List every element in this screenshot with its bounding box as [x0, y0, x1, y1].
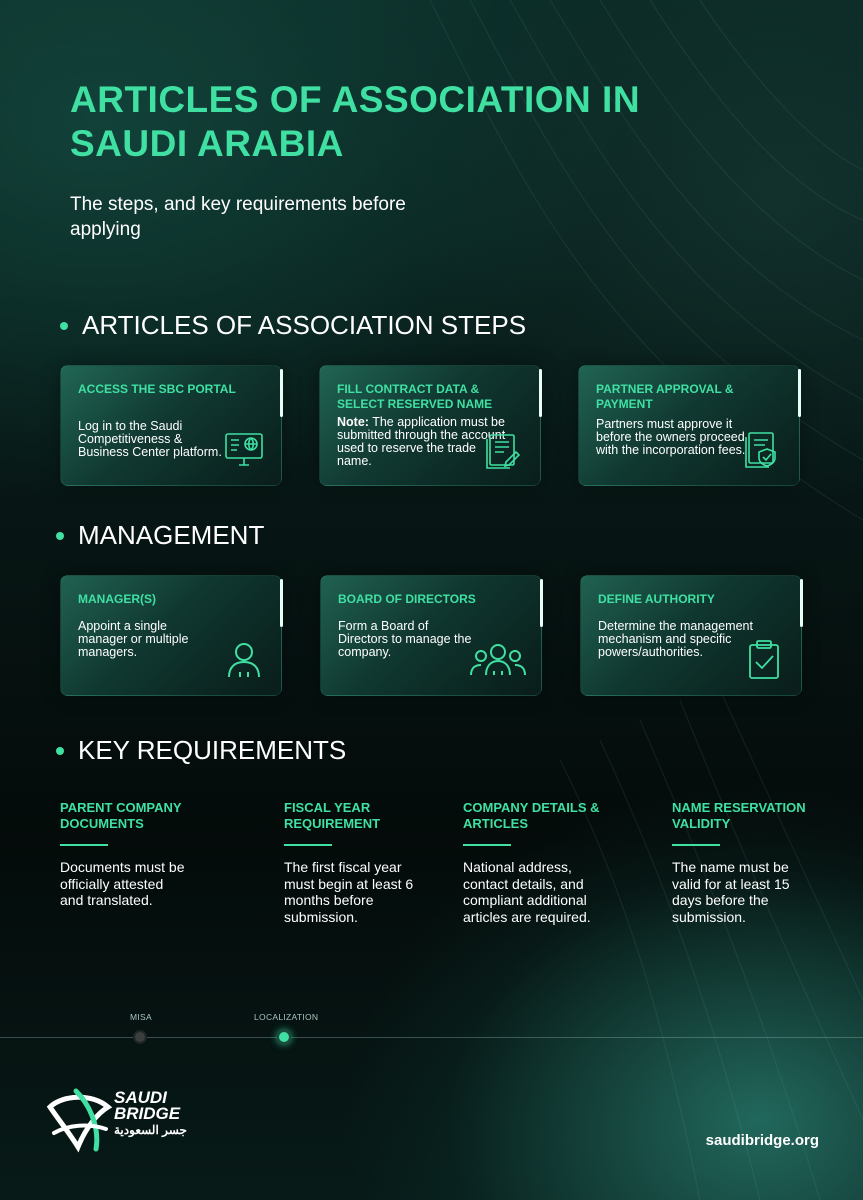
- management-card-managers: MANAGER(S) Appoint a single manager or m…: [60, 575, 283, 696]
- website-link[interactable]: saudibridge.org: [705, 1132, 819, 1149]
- logo-line-2: BRIDGE: [114, 1104, 181, 1123]
- requirement-company-details: COMPANY DETAILS & ARTICLES National addr…: [463, 800, 613, 925]
- management-heading-text: MANAGEMENT: [78, 520, 265, 550]
- bullet-dot: [60, 321, 68, 330]
- management-card-authority: DEFINE AUTHORITY Determine the managemen…: [580, 575, 803, 696]
- note-label: Note:: [337, 415, 369, 429]
- card-title: PARTNER APPROVAL & PAYMENT: [596, 382, 734, 411]
- requirement-title: PARENT COMPANY DOCUMENTS: [60, 800, 182, 831]
- card-text: Log in to the Saudi Competitiveness & Bu…: [78, 419, 222, 459]
- requirement-text: Documents must be officially attested an…: [60, 859, 185, 908]
- card-accent-bar: [280, 579, 283, 627]
- card-accent-bar: [539, 369, 542, 417]
- requirement-text: The name must be valid for at least 15 d…: [672, 859, 790, 925]
- step-card-partner-approval: PARTNER APPROVAL & PAYMENT Partners must…: [578, 365, 801, 486]
- saudi-bridge-logo-icon: [46, 1088, 113, 1153]
- timeline-label-localization: LOCALIZATION: [254, 1012, 319, 1022]
- requirement-title: COMPANY DETAILS & ARTICLES: [463, 800, 600, 831]
- bullet-dot: [56, 746, 64, 755]
- group-icon: [470, 644, 526, 676]
- logo-wordmark: SAUDI BRIDGE: [114, 1088, 181, 1123]
- card-accent-bar: [800, 579, 803, 627]
- card-text: Appoint a single manager or multiple man…: [78, 619, 189, 659]
- card-accent-bar: [280, 369, 283, 417]
- timeline-dot-misa[interactable]: [133, 1030, 147, 1044]
- card-title: FILL CONTRACT DATA & SELECT RESERVED NAM…: [337, 382, 493, 411]
- clipboard-check-icon: [749, 640, 779, 679]
- card-title: BOARD OF DIRECTORS: [338, 592, 476, 606]
- requirement-divider: [60, 844, 108, 846]
- card-text: Determine the management mechanism and s…: [598, 619, 753, 659]
- requirement-divider: [284, 844, 332, 846]
- requirements-heading-text: KEY REQUIREMENTS: [78, 735, 347, 765]
- step-card-fill-contract: FILL CONTRACT DATA & SELECT RESERVED NAM…: [319, 365, 542, 486]
- document-edit-icon: [486, 434, 521, 469]
- note-text: The application must be submitted throug…: [337, 415, 506, 468]
- person-icon: [228, 643, 260, 678]
- card-accent-bar: [540, 579, 543, 627]
- timeline-label-misa: MISA: [130, 1012, 152, 1022]
- requirement-title: FISCAL YEAR REQUIREMENT: [284, 800, 381, 831]
- requirement-parent-company: PARENT COMPANY DOCUMENTS Documents must …: [60, 800, 220, 909]
- management-card-board: BOARD OF DIRECTORS Form a Board of Direc…: [320, 575, 543, 696]
- page-title: ARTICLES OF ASSOCIATION IN SAUDI ARABIA: [70, 79, 641, 164]
- steps-section-heading: ARTICLES OF ASSOCIATION STEPS: [60, 310, 526, 341]
- computer-network-icon: [225, 433, 263, 466]
- page-subtitle: The steps, and key requirements before a…: [70, 194, 406, 240]
- requirement-divider: [463, 844, 511, 846]
- timeline-line: [0, 1037, 863, 1038]
- requirement-divider: [672, 844, 720, 846]
- card-text: Note: The application must be submitted …: [337, 416, 509, 468]
- document-shield-icon: [745, 432, 776, 468]
- requirements-section-heading: KEY REQUIREMENTS: [56, 735, 346, 766]
- card-text: Partners must approve it before the owne…: [596, 417, 746, 457]
- logo-arabic-text: جسر السعودية: [114, 1123, 187, 1137]
- step-card-access-sbc: ACCESS THE SBC PORTAL Log in to the Saud…: [60, 365, 283, 486]
- bullet-dot: [56, 531, 64, 540]
- steps-heading-text: ARTICLES OF ASSOCIATION STEPS: [82, 310, 527, 340]
- requirement-fiscal-year: FISCAL YEAR REQUIREMENT The first fiscal…: [284, 800, 444, 925]
- card-text: Form a Board of Directors to manage the …: [338, 619, 472, 659]
- logo-line-1: SAUDI: [114, 1088, 167, 1107]
- card-accent-bar: [798, 369, 801, 417]
- management-section-heading: MANAGEMENT: [56, 520, 264, 551]
- requirement-text: National address, contact details, and c…: [463, 859, 591, 925]
- timeline-dot-localization[interactable]: [277, 1030, 291, 1044]
- card-title: MANAGER(S): [78, 592, 156, 606]
- requirement-name-reservation: NAME RESERVATION VALIDITY The name must …: [672, 800, 812, 925]
- card-title: DEFINE AUTHORITY: [598, 592, 715, 606]
- requirement-title: NAME RESERVATION VALIDITY: [672, 800, 806, 831]
- requirement-text: The first fiscal year must begin at leas…: [284, 859, 414, 925]
- card-title: ACCESS THE SBC PORTAL: [78, 382, 236, 396]
